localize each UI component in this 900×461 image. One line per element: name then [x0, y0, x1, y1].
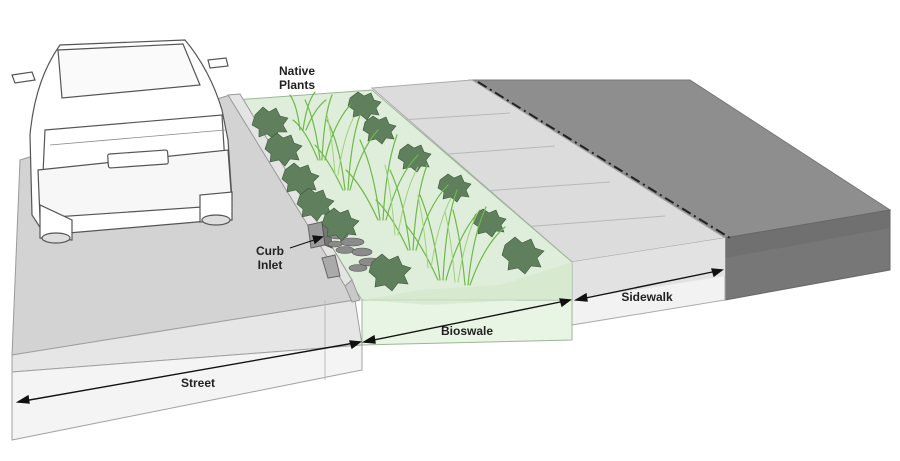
native-plants-label: Native Plants — [262, 64, 332, 92]
street-label: Street — [180, 376, 215, 390]
sidewalk-label: Sidewalk — [621, 290, 673, 304]
curb-inlet-label: Curb Inlet — [250, 244, 290, 272]
shrub-icon — [251, 91, 545, 292]
car-icon — [11, 39, 233, 244]
native-plants-label-line1: Native — [278, 64, 316, 78]
dimension-arrow-icon — [15, 235, 724, 404]
curb-inlet-label-line1: Curb — [256, 244, 284, 258]
sidewalk — [370, 79, 727, 326]
curb-inlet-label-line2: Inlet — [257, 258, 283, 272]
grass-icon — [289, 91, 506, 286]
grass-highlight — [326, 114, 479, 283]
native-plants-label-line2: Plants — [278, 78, 315, 92]
lawn-strip — [468, 79, 892, 301]
rocks — [327, 230, 382, 272]
bioswale-label: Bioswale — [440, 324, 494, 338]
